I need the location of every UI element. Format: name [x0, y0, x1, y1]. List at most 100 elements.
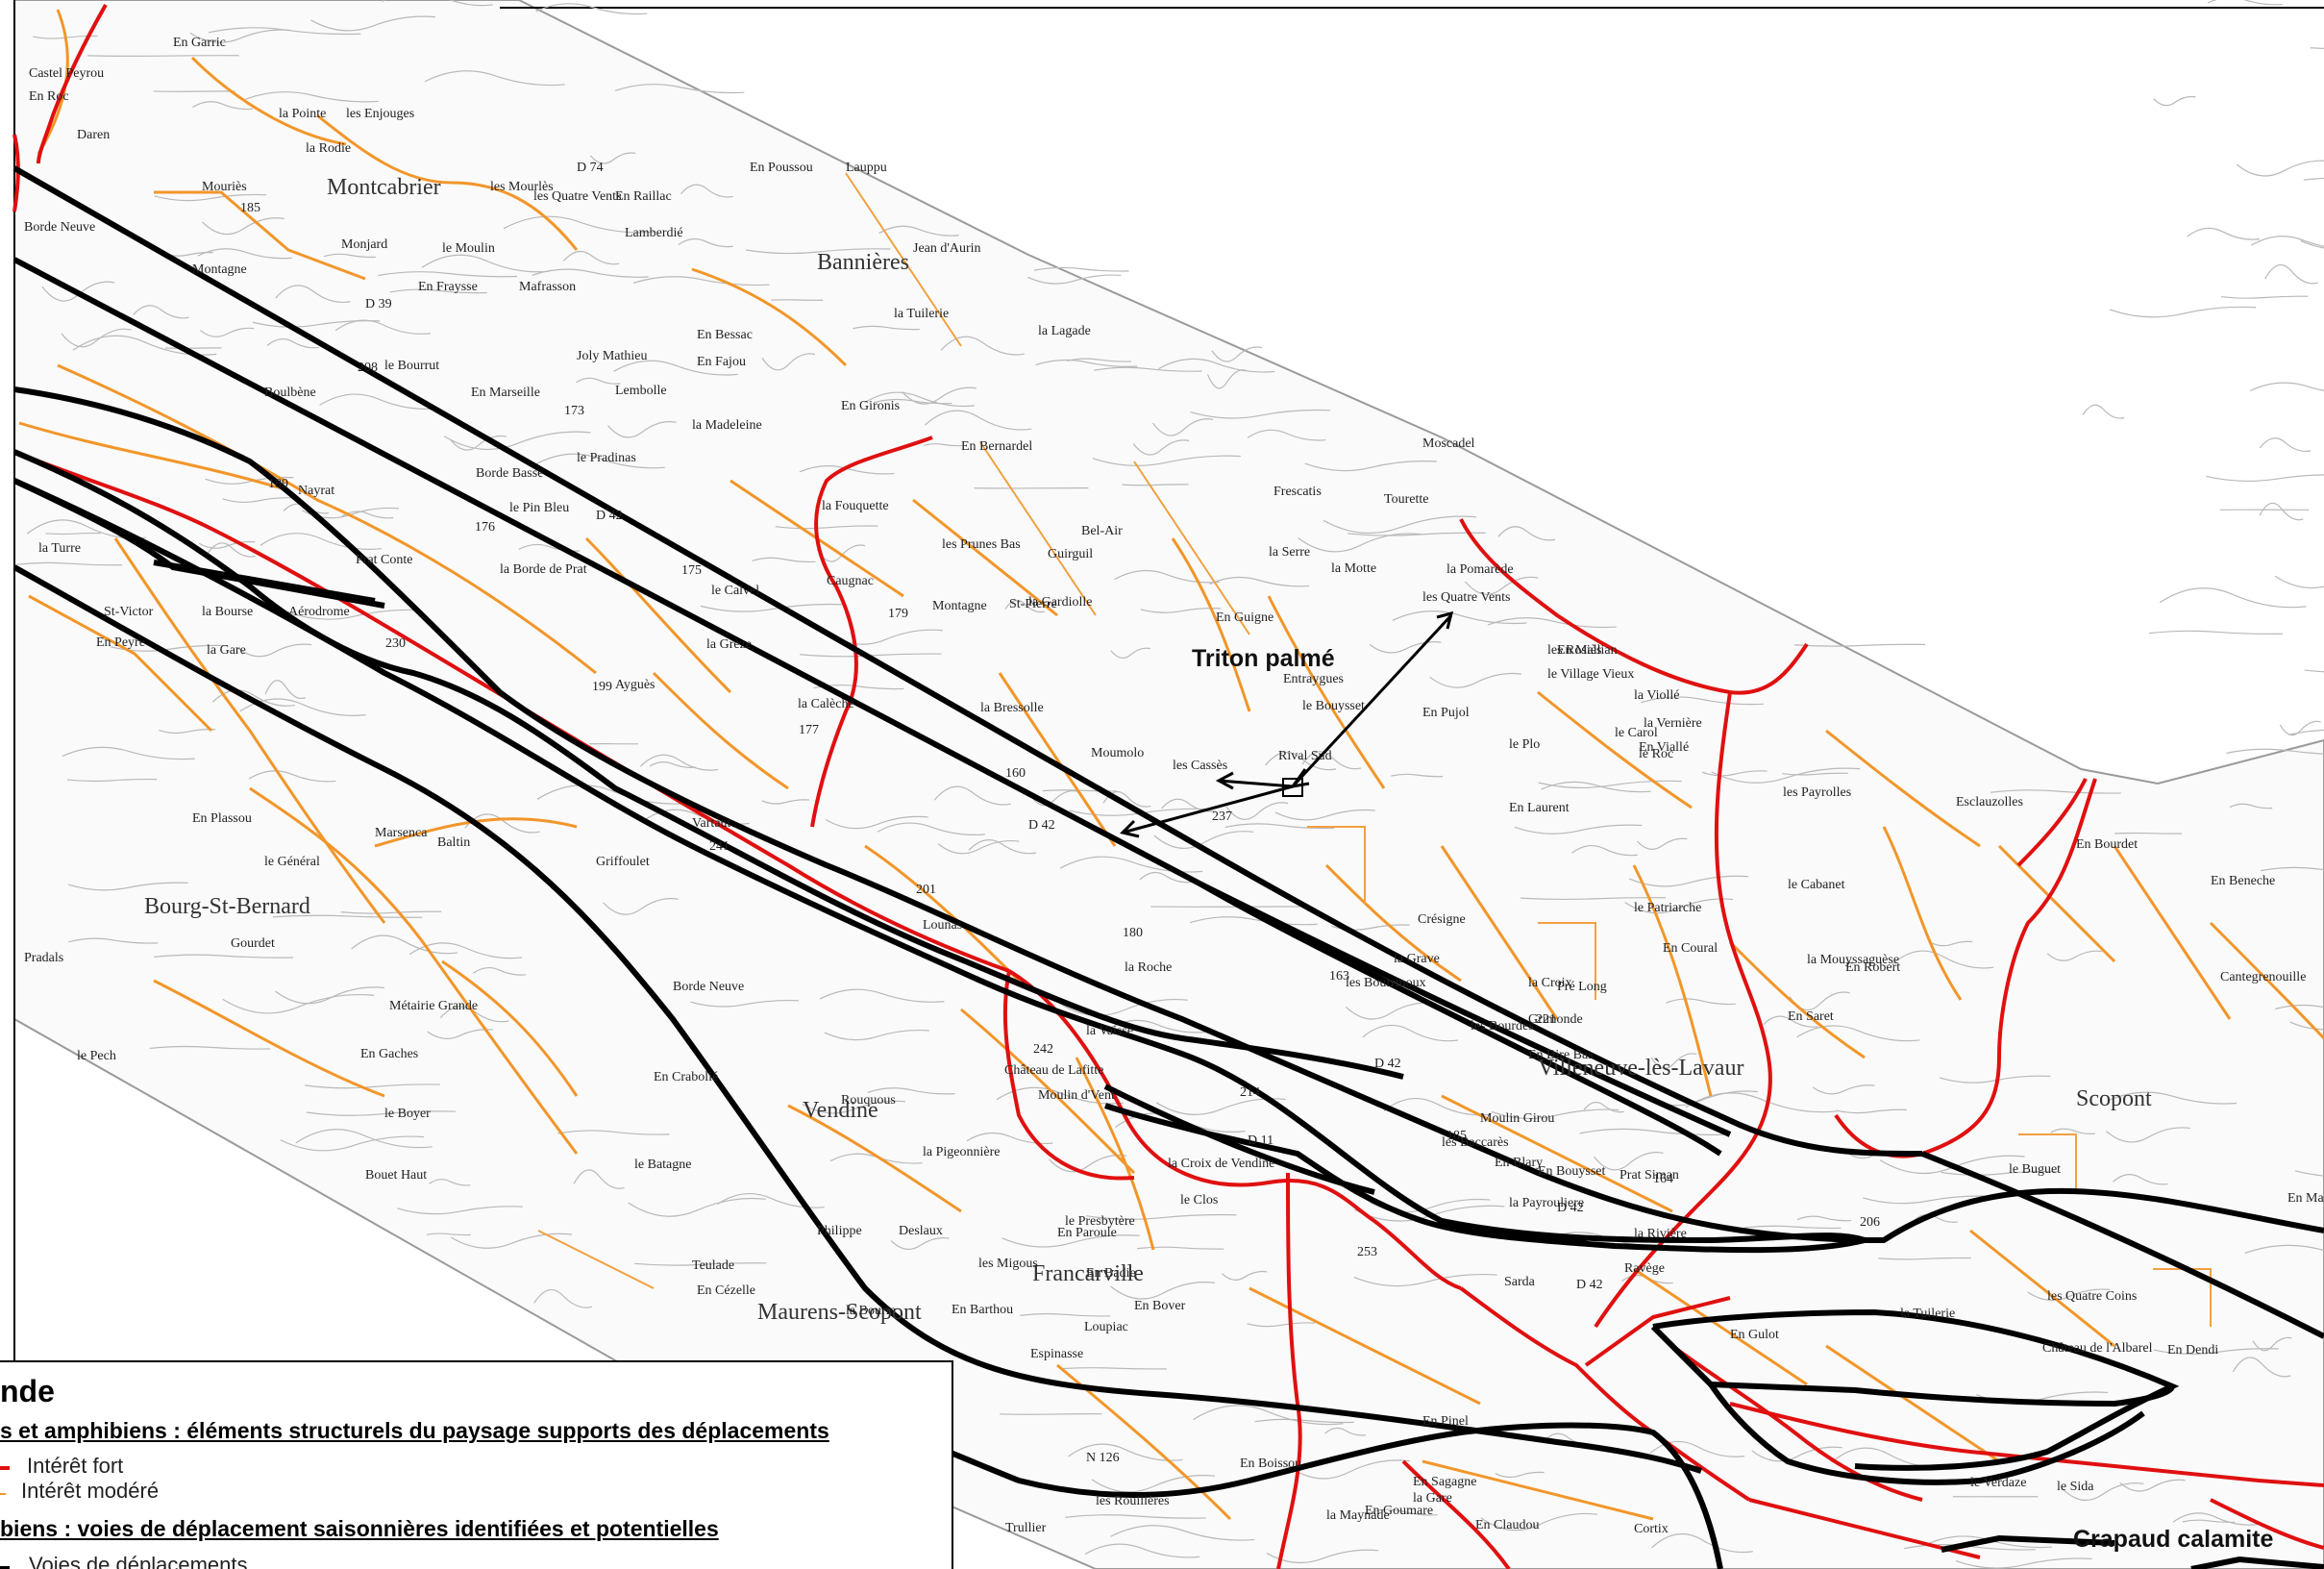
contour-line — [1304, 461, 1437, 472]
place-name: Château de Lafitte — [1004, 1063, 1103, 1078]
route-label: D 74 — [577, 161, 604, 175]
place-name: Lauppu — [846, 161, 887, 175]
place-name: En Badie — [1086, 1266, 1136, 1281]
contour-line — [1392, 610, 1527, 625]
contour-line — [1324, 1427, 1366, 1436]
route-label: D 42 — [1374, 1057, 1401, 1071]
contour-line — [1520, 897, 1667, 901]
place-name: la Serre — [1269, 545, 1310, 560]
spot-height: 185 — [240, 201, 260, 215]
place-name: Prat Conte — [356, 553, 413, 567]
contour-line — [2251, 236, 2324, 247]
place-name: Montcabrier — [327, 175, 441, 200]
contour-line — [272, 914, 423, 918]
contour-line — [421, 254, 551, 273]
contour-line — [2114, 832, 2182, 834]
contour-line — [1347, 532, 1486, 536]
contour-line — [1579, 1128, 1724, 1135]
place-name: Deslaux — [899, 1224, 943, 1238]
place-name: En Peyre — [96, 635, 145, 650]
contour-line — [1060, 1367, 1167, 1370]
place-name: En Boissou — [1240, 1457, 1301, 1471]
contour-line — [439, 1006, 509, 1023]
contour-line — [199, 327, 255, 337]
place-name: la Mouyssaguèse — [1807, 953, 1899, 967]
contour-line — [2275, 1004, 2324, 1010]
contour-line — [634, 1262, 767, 1266]
contour-line — [2310, 47, 2324, 49]
place-name: les Rosiès — [1547, 643, 1601, 658]
contour-line — [389, 288, 487, 294]
contour-line — [535, 3, 648, 15]
contour-line — [678, 237, 733, 248]
contour-line — [536, 784, 690, 805]
contour-line — [1020, 1312, 1111, 1317]
contour-line — [775, 525, 878, 530]
contour-line — [563, 250, 620, 265]
contour-line — [198, 540, 256, 549]
contour-line — [275, 986, 384, 1005]
contour-line — [1990, 789, 2121, 794]
contour-line — [614, 84, 745, 94]
place-name: la Croix — [1528, 976, 1572, 990]
place-name: Moulin Girou — [1480, 1111, 1554, 1126]
place-name: En Marseille — [471, 386, 540, 400]
place-name: Rouquous — [841, 1093, 896, 1108]
place-name: Rival Sud — [1278, 749, 1332, 763]
place-name: En Beneche — [2211, 874, 2275, 888]
contour-line — [2279, 720, 2321, 736]
place-name: En Raillac — [615, 189, 672, 204]
contour-line — [340, 910, 442, 914]
contour-line — [1094, 366, 1202, 372]
contour-line — [1084, 1543, 1200, 1558]
contour-line — [473, 966, 526, 976]
place-name: En Bire Bas — [1528, 1048, 1594, 1062]
contour-line — [1001, 1234, 1140, 1248]
contour-line — [825, 815, 928, 830]
contour-line — [1751, 1446, 1842, 1462]
contour-line — [133, 305, 189, 319]
place-name: Montagne — [192, 262, 247, 277]
place-name: la Tuilerie — [894, 307, 949, 321]
place-name: En Bourdet — [2076, 837, 2138, 852]
contour-line — [197, 248, 292, 260]
contour-line — [2289, 1021, 2324, 1031]
contour-line — [2153, 95, 2196, 107]
place-name: la Croix de Vendine — [1168, 1157, 1274, 1171]
route-label: D 42 — [1028, 818, 1055, 833]
contour-line — [1265, 751, 1337, 771]
contour-line — [1247, 1322, 1315, 1328]
contour-line — [2304, 669, 2324, 673]
place-name: En Roc — [29, 89, 69, 104]
contour-line — [649, 761, 696, 768]
place-name: Frescatis — [1273, 485, 1322, 499]
contour-line — [1027, 274, 1122, 285]
place-name: Entraygues — [1283, 672, 1344, 686]
contour-line — [968, 839, 1037, 855]
place-name: Marsenca — [375, 826, 428, 840]
contour-line — [429, 1179, 471, 1186]
spot-height: 199 — [592, 680, 612, 694]
contour-line — [1636, 837, 1688, 850]
contour-line — [87, 55, 239, 58]
contour-line — [1122, 484, 1189, 486]
contour-line — [2260, 866, 2324, 872]
spot-height: 221 — [1536, 1012, 1556, 1027]
contour-line — [424, 70, 565, 87]
spot-height: 214 — [1240, 1085, 1260, 1100]
contour-line — [1796, 1215, 1852, 1222]
place-name: Vendine — [803, 1098, 878, 1123]
contour-line — [1571, 844, 1638, 857]
contour-line — [2119, 1479, 2186, 1492]
triton-movement-arrows — [1120, 610, 1454, 838]
place-name: En Fajou — [697, 355, 746, 369]
place-name: la Maynade — [1326, 1508, 1390, 1523]
contour-line — [2250, 382, 2324, 391]
contour-line — [2027, 1288, 2111, 1302]
contour-line — [222, 993, 375, 1014]
place-name: le Moulin — [442, 241, 495, 256]
place-name: Lembolle — [615, 384, 667, 398]
place-name: la Vaisse — [1086, 1024, 1133, 1038]
place-name: la Pomarède — [1446, 562, 1514, 577]
spot-height: 253 — [1357, 1245, 1377, 1259]
